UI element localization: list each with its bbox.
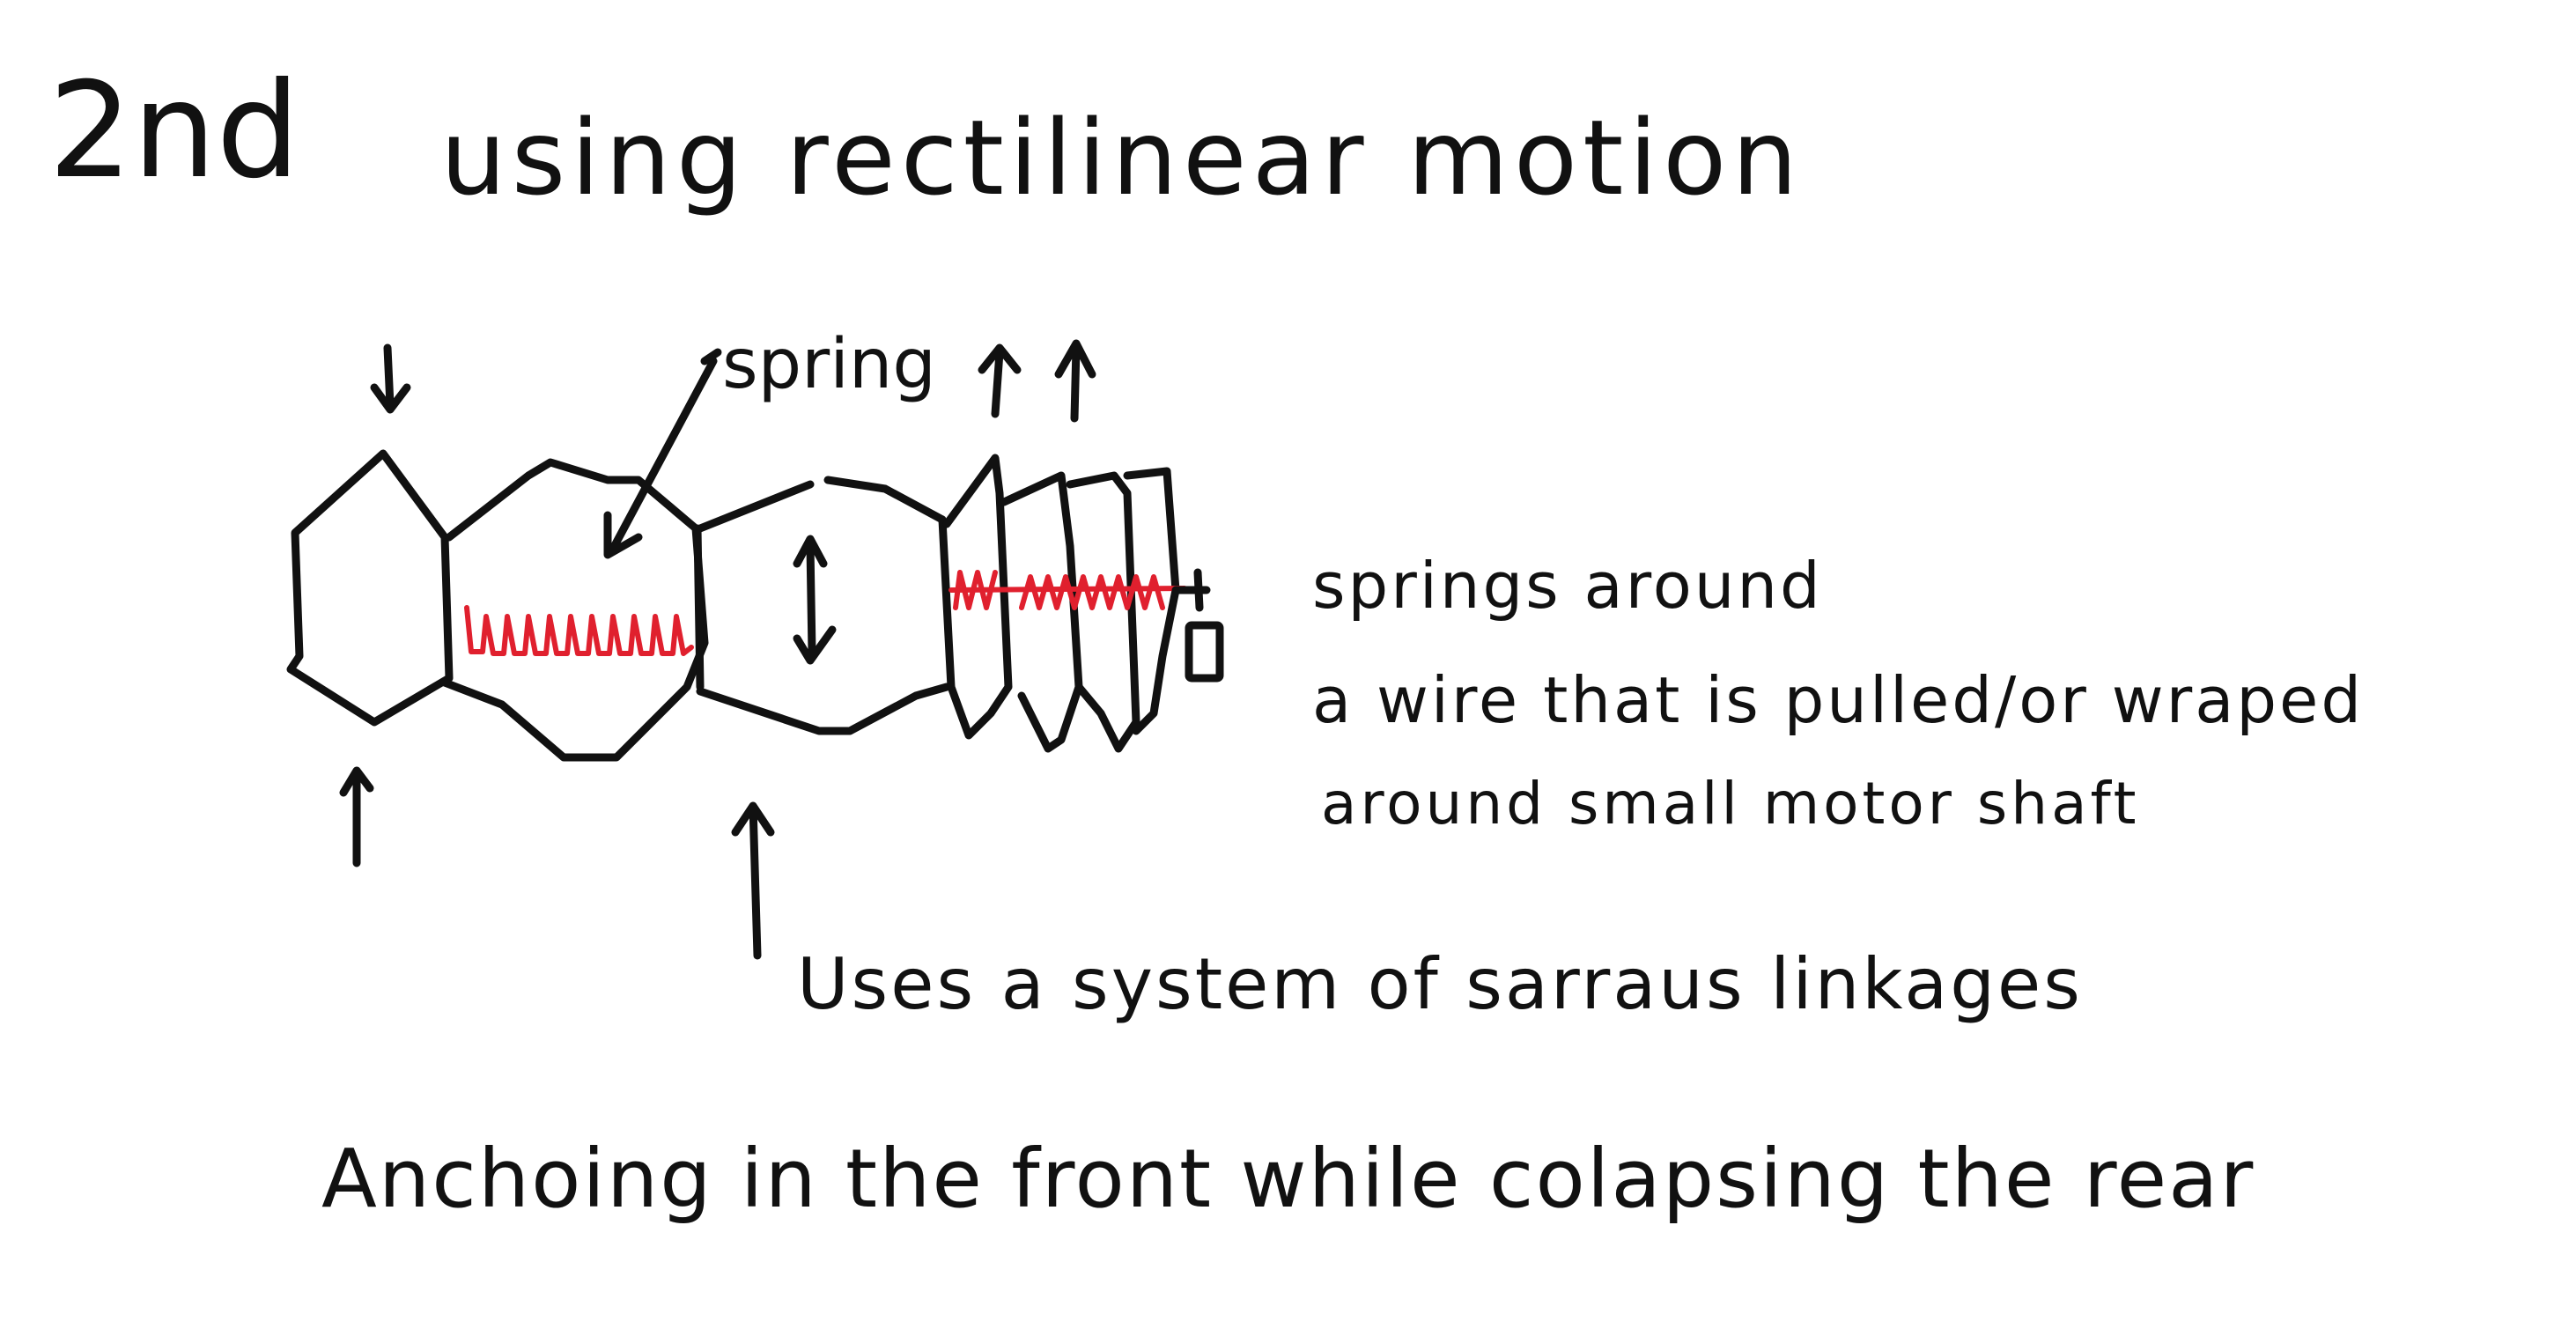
springs-note-line2: a wire that is pulled/or wraped [1312, 663, 2364, 737]
force-arrows [339, 339, 1096, 960]
spring-pointer-tick [700, 348, 722, 365]
down-arrow-front [370, 343, 411, 414]
compressed-segment-c [1066, 471, 1140, 753]
front-segment [286, 449, 454, 727]
heading-number: 2nd [48, 55, 300, 208]
spring-coils [464, 570, 1187, 656]
segment-2 [440, 458, 709, 762]
motor [1171, 568, 1224, 683]
bottom-note: Anchoing in the front while colapsing th… [321, 1132, 2255, 1226]
segment-3-right [938, 515, 956, 691]
spring-pointer-arrow [603, 357, 718, 559]
robot-body [286, 449, 1180, 762]
segment-3-top [696, 480, 815, 533]
segment-3-top-right [823, 476, 947, 524]
segment-3-divider [693, 524, 705, 691]
heading-title: using rectilinear motion [440, 97, 1803, 218]
up-arrow-rear-1 [978, 343, 1022, 418]
compressed-segment-a [942, 454, 1013, 740]
springs-note-line3: around small motor shaft [1321, 770, 2139, 838]
linkages-note: Uses a system of sarraus linkages [797, 943, 2083, 1025]
compressed-segment-b [1000, 471, 1083, 753]
segment-3-bottom [696, 683, 951, 735]
compressed-segment-d [1123, 467, 1180, 735]
up-arrow-linkage [731, 801, 775, 960]
spring-left-coil [464, 605, 694, 656]
spring-right-coil [953, 570, 1165, 610]
motor-box [1185, 621, 1224, 683]
up-arrow-front [339, 766, 374, 867]
up-arrow-rear-2 [1054, 339, 1096, 423]
springs-note-line1: springs around [1312, 549, 1823, 623]
spring-label: spring [722, 325, 936, 404]
compression-arrow [793, 535, 837, 665]
